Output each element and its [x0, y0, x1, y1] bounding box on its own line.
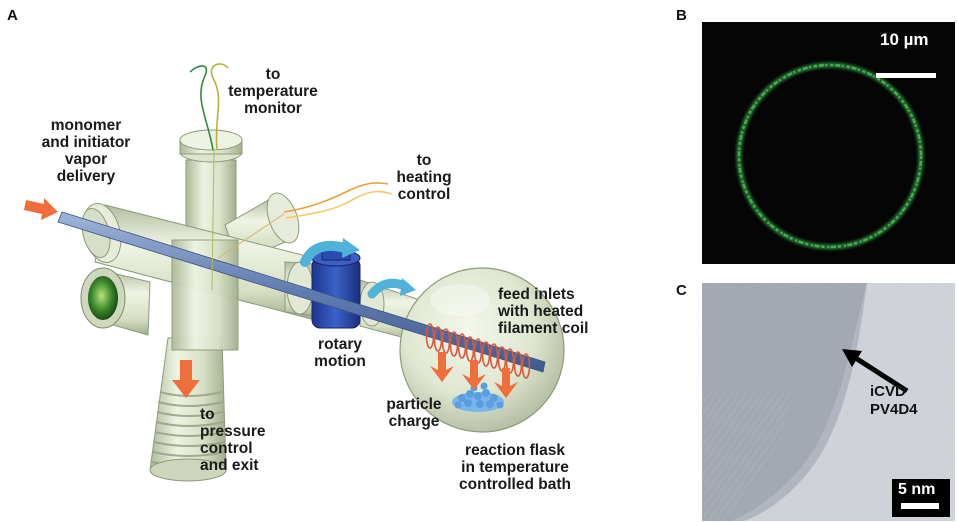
panel-label-c: C [676, 282, 687, 299]
coating-pointer-arrow [852, 354, 909, 394]
scale-label-c: 5 nm [898, 481, 936, 498]
tem-micrograph: iCVD PV4D4 5 nm [702, 283, 955, 521]
scale-label-b: 10 µm [880, 30, 929, 49]
label-particle-charge: particle charge [386, 396, 442, 430]
viewport-window [80, 267, 151, 336]
coated-particle-ring-core [737, 63, 923, 249]
vapor-delivery-rod [57, 211, 546, 373]
feed-flow-arrows [430, 352, 518, 398]
coating-label: iCVD PV4D4 [870, 383, 918, 418]
particle-charge-pile [452, 382, 504, 412]
scale-bar-c [901, 503, 939, 509]
label-feed-inlets: feed inlets with heated filament coil [498, 286, 589, 337]
scale-bar-b [876, 73, 936, 78]
label-vapor-delivery: monomer and initiator vapor delivery [41, 117, 131, 185]
label-heating-control: to heating control [396, 152, 452, 203]
thermocouple-wires [189, 63, 229, 291]
vapor-inlet-arrow [24, 198, 58, 220]
rotary-motion-assembly [300, 238, 416, 329]
label-pressure-control: to pressure control and exit [200, 406, 266, 474]
label-reaction-flask: reaction flask in temperature controlled… [459, 442, 571, 493]
pressure-exit-arrow [172, 360, 200, 398]
icvd-reactor-diagram [24, 63, 565, 482]
heating-control-wires [217, 182, 393, 259]
panel-label-b: B [676, 7, 687, 24]
label-temperature-monitor: to temperature monitor [228, 66, 318, 117]
scale-bar-box-c [892, 479, 950, 517]
fluorescence-micrograph: 10 µm [702, 22, 955, 264]
label-rotary-motion: rotary motion [314, 336, 366, 370]
panel-label-a: A [7, 7, 18, 24]
exhaust-bellows-tube [149, 337, 227, 482]
